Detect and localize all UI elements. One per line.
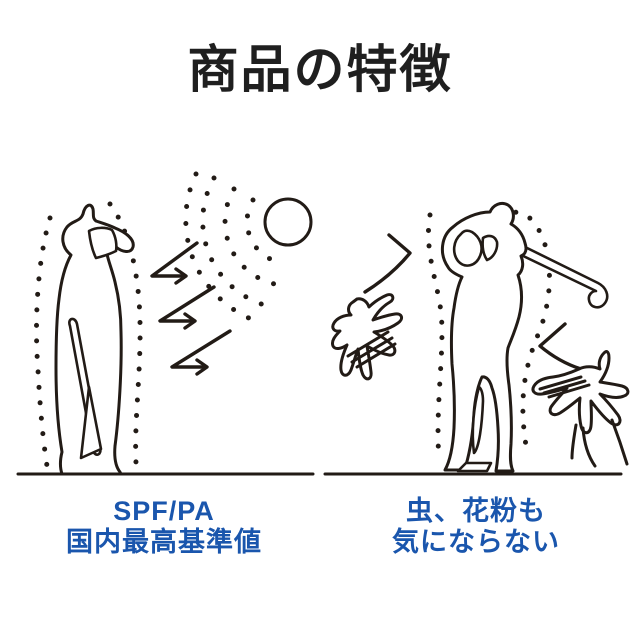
insect-left-icon bbox=[331, 293, 404, 381]
caption-uv: SPF/PA 国内最高基準値 bbox=[18, 496, 310, 558]
golfer-standing-body bbox=[54, 203, 135, 476]
insect-left-wing-stripe-3 bbox=[355, 342, 397, 369]
uv-arrow-2-head bbox=[183, 312, 197, 330]
golfer-arm-gap-1 bbox=[452, 229, 483, 267]
insect-right-leg-2 bbox=[570, 423, 578, 460]
caption-uv-line2: 国内最高基準値 bbox=[66, 527, 262, 557]
sun-rays-dots-icon bbox=[183, 171, 286, 324]
uv-arrow-2 bbox=[158, 285, 216, 323]
golfer-arm-gap-2 bbox=[481, 234, 499, 262]
caption-insect-line2: 気にならない bbox=[392, 527, 560, 557]
sun-ray-arc-4 bbox=[183, 171, 259, 324]
golfer-foot-tee bbox=[456, 461, 493, 473]
caption-insect: 虫、花粉も 気にならない bbox=[330, 496, 622, 558]
sun-ray-arc-1 bbox=[244, 197, 286, 266]
golfer-swinging-body bbox=[440, 201, 528, 473]
barrier-dots-left-arc bbox=[425, 212, 445, 463]
insect-left-body bbox=[331, 293, 404, 381]
deflect-chevron-left bbox=[363, 233, 412, 294]
insect-right-body bbox=[531, 350, 630, 435]
barrier-dots-left-arc bbox=[34, 215, 53, 469]
barrier-dots-standing-golfer bbox=[34, 201, 143, 469]
insect-right-wing-stripe-3 bbox=[547, 383, 591, 399]
barrier-dots-right-arc bbox=[498, 209, 552, 460]
golfer-swinging-icon bbox=[440, 201, 609, 473]
barrier-dots-swinging-golfer bbox=[425, 209, 552, 463]
deflect-line-right-icon bbox=[538, 322, 583, 371]
uv-arrow-3-head bbox=[195, 358, 209, 376]
golfer-hand-visor bbox=[87, 226, 118, 260]
insect-right-wing-stripe-2 bbox=[542, 379, 587, 395]
uv-reflect-arrows-icon bbox=[150, 241, 232, 376]
sun-ray-arc-3 bbox=[200, 175, 280, 311]
insect-right-wing-stripe-1 bbox=[538, 375, 583, 391]
golf-club-swing bbox=[515, 243, 609, 309]
uv-arrow-3 bbox=[170, 329, 232, 369]
barrier-dots-right-arc bbox=[107, 201, 143, 466]
golfer-leg-gap bbox=[471, 385, 485, 455]
caption-uv-line1: SPF/PA bbox=[113, 496, 215, 526]
caption-insect-line1: 虫、花粉も bbox=[406, 496, 546, 526]
deflect-line-left-icon bbox=[363, 233, 412, 294]
right-feature-illustration bbox=[323, 201, 630, 476]
golfer-standing-icon bbox=[54, 203, 135, 476]
golfer-leg-gap bbox=[79, 385, 103, 460]
sun-circle bbox=[263, 197, 313, 247]
insect-right-leg-3 bbox=[610, 418, 629, 466]
deflect-chevron-right bbox=[538, 322, 583, 371]
insect-left-wing-stripe-2 bbox=[350, 336, 394, 364]
uv-arrow-1 bbox=[150, 241, 199, 278]
insect-left-wing-stripe-1 bbox=[346, 330, 390, 358]
sun-ray-arc-2 bbox=[222, 186, 283, 288]
left-feature-illustration bbox=[16, 171, 315, 476]
insect-right-icon bbox=[531, 350, 630, 468]
uv-arrow-1-head bbox=[174, 267, 188, 285]
sun-icon bbox=[263, 197, 313, 247]
insect-right-leg-1 bbox=[581, 426, 597, 468]
page-title: 商品の特徴 bbox=[187, 41, 453, 98]
